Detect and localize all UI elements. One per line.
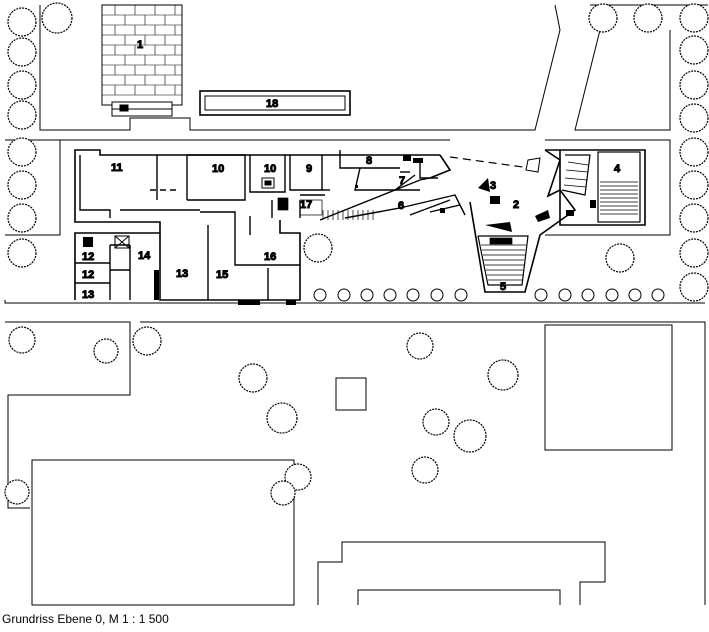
site-outlines — [4, 4, 708, 606]
main-building — [74, 149, 646, 301]
room-label-10b: 10 — [264, 163, 276, 175]
room-label-3: 3 — [490, 180, 496, 192]
building-1: 1 — [101, 4, 183, 117]
stairs-17 — [277, 197, 374, 220]
room-label-9: 9 — [306, 163, 312, 175]
room-label-13b: 13 — [176, 268, 188, 280]
bottom-building-outline-2 — [357, 589, 561, 605]
trees — [4, 2, 709, 506]
room-label-2: 2 — [513, 199, 519, 211]
small-trees-row — [313, 288, 665, 302]
interior-walls — [75, 150, 438, 300]
room-label-15: 15 — [216, 269, 228, 281]
lower-right-building — [544, 324, 673, 451]
canopy-dashed — [449, 156, 531, 169]
room-label-14: 14 — [138, 250, 151, 262]
room-label-7: 7 — [399, 175, 405, 187]
courtyard-square — [335, 377, 367, 411]
upper-right-block-outline-2 — [574, 29, 671, 131]
middle-band-outline — [5, 139, 61, 236]
room-label-12b: 12 — [82, 269, 94, 281]
room-label-13a: 13 — [82, 289, 94, 301]
lower-left-building — [31, 459, 295, 606]
room-label-6: 6 — [398, 200, 404, 212]
corridor-6 — [319, 177, 466, 221]
auditorium-4 — [561, 151, 641, 223]
room-label-8: 8 — [366, 155, 372, 167]
room-label-5: 5 — [500, 281, 506, 293]
room-label-4: 4 — [614, 163, 621, 175]
auditorium-5 — [477, 235, 529, 286]
building-18: 18 — [199, 90, 351, 116]
room-labels: 11 10 10 9 8 7 6 17 3 2 4 5 12 12 13 14 … — [82, 155, 622, 302]
room-label-1: 1 — [137, 39, 143, 51]
lower-site-right — [140, 321, 706, 605]
room-label-12a: 12 — [82, 251, 94, 263]
plan-caption: Grundriss Ebene 0, M 1 : 1 500 — [2, 612, 169, 626]
room-label-18: 18 — [266, 98, 278, 110]
room-label-11: 11 — [111, 162, 123, 174]
room-label-17: 17 — [300, 199, 312, 211]
room-label-16: 16 — [264, 251, 276, 263]
room-boxes — [114, 177, 275, 249]
middle-band-outline-2 — [4, 300, 705, 304]
lower-site-outline — [5, 321, 131, 509]
middle-right-outline — [545, 139, 671, 236]
canopy-marker — [525, 157, 541, 173]
room-label-10a: 10 — [212, 163, 224, 175]
upper-left-block-outline — [39, 4, 561, 131]
bottom-building-outline — [317, 541, 606, 605]
solid-details — [83, 155, 596, 305]
